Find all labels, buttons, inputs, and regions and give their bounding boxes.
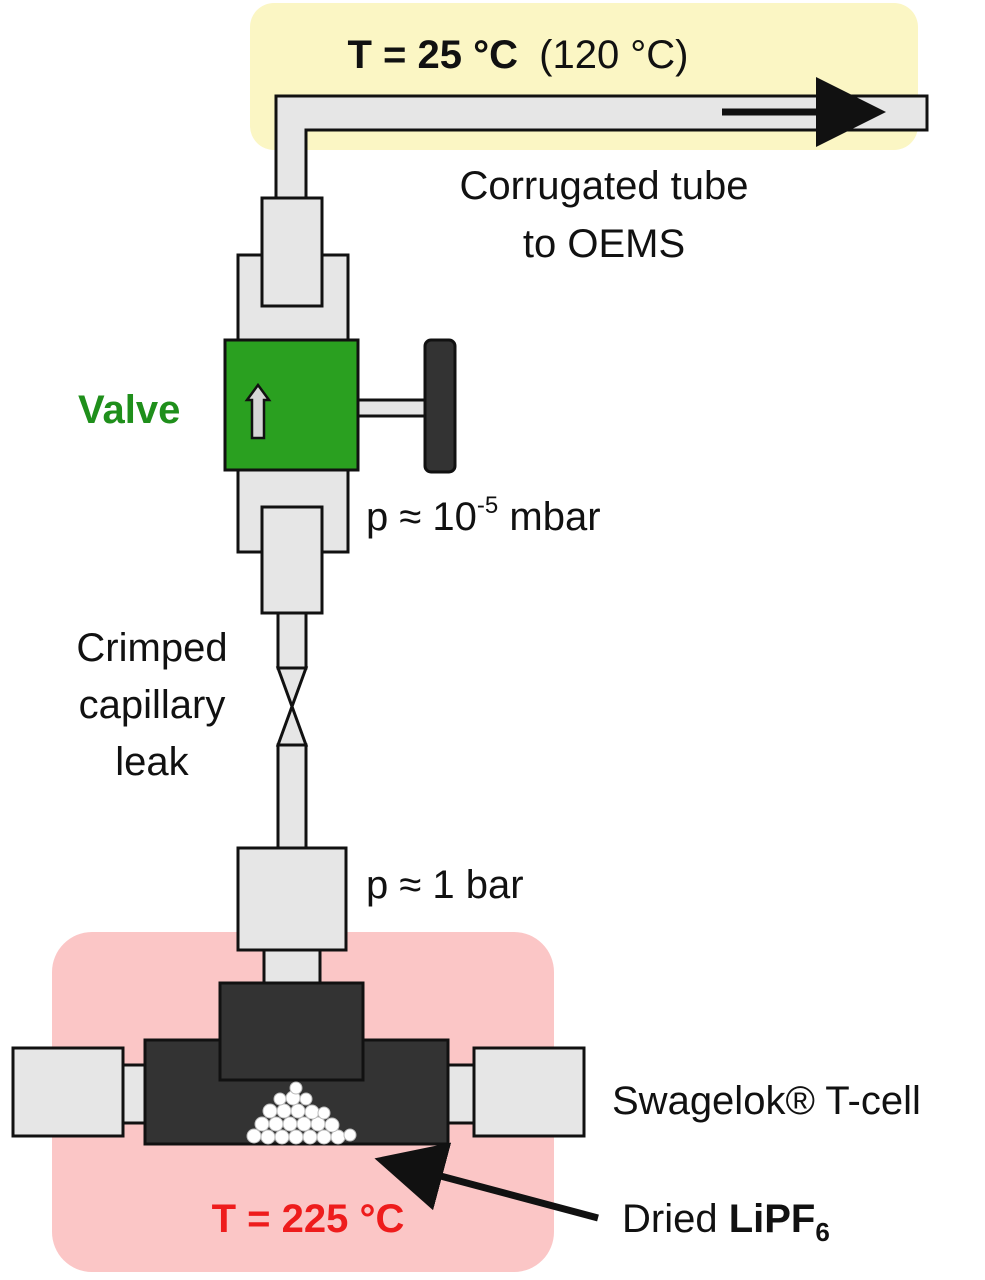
- lipf6-prefix: Dried: [622, 1197, 729, 1241]
- high-pressure-label: p ≈ 1 bar: [366, 863, 524, 907]
- tube-label-line2: to OEMS: [523, 222, 685, 266]
- lipf6-label: Dried LiPF6: [622, 1197, 830, 1247]
- low-pressure-prefix: p ≈ 10: [366, 495, 477, 539]
- t-cell-top: [218, 981, 365, 1082]
- valve-body: [223, 338, 360, 472]
- capillary-upper-tube: [276, 611, 308, 670]
- up-arrow-icon: [244, 382, 272, 440]
- upper-fitting-nut: [260, 196, 324, 308]
- left-arrow-icon: [374, 1142, 599, 1222]
- cell-fitting-neck: [262, 948, 322, 987]
- valve-label: Valve: [78, 388, 180, 432]
- top-temperature-label: T = 25 °C (120 °C): [347, 33, 688, 77]
- low-pressure-unit: mbar: [498, 495, 600, 539]
- crimped-capillary-leak: [275, 666, 309, 747]
- lipf6-powder-pile: [246, 1081, 357, 1145]
- leak-label-line1: Crimped: [76, 626, 227, 670]
- hot-temperature-label: T = 225 °C: [212, 1197, 405, 1241]
- low-pressure-label: p ≈ 10-5 mbar: [366, 492, 601, 539]
- top-temperature-heated: (120 °C): [539, 33, 688, 77]
- leak-label-line3: leak: [115, 740, 189, 784]
- lipf6-formula: LiPF: [729, 1197, 816, 1241]
- right-cell-plug: [472, 1046, 586, 1138]
- lipf6-subscript: 6: [815, 1217, 829, 1247]
- cell-fitting-body: [236, 846, 348, 952]
- low-pressure-exponent: -5: [477, 492, 498, 519]
- t-cell-label: Swagelok® T-cell: [612, 1079, 921, 1123]
- capillary-lower-tube: [276, 743, 308, 850]
- left-cell-connector: [118, 1063, 150, 1125]
- left-cell-plug: [11, 1046, 125, 1138]
- tube-label-line1: Corrugated tube: [459, 164, 748, 208]
- valve-handle: [423, 338, 457, 474]
- lower-valve-nut: [260, 505, 324, 615]
- top-temperature-value: T = 25 °C: [347, 33, 518, 77]
- leak-label-line2: capillary: [79, 683, 226, 727]
- valve-stem: [354, 398, 430, 418]
